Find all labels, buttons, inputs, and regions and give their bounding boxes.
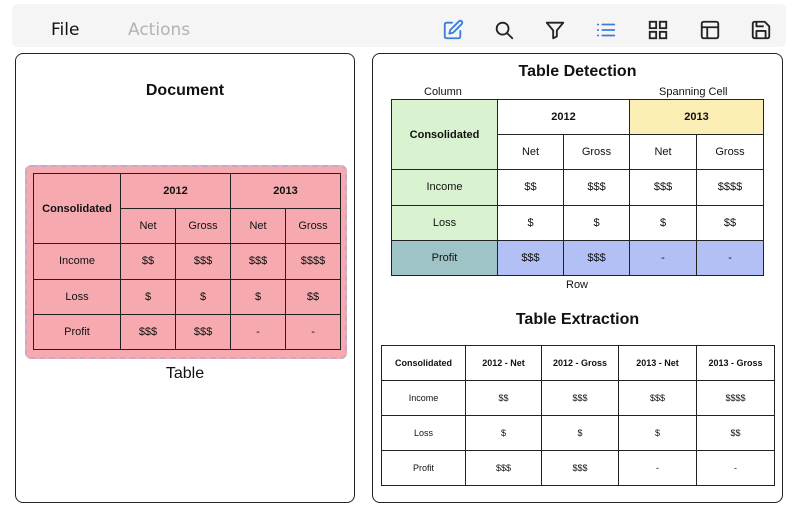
edit-icon[interactable] [442,19,464,41]
extraction-cell: Loss [381,415,466,451]
spanning-cell-label: Spanning Cell [659,86,728,98]
extraction-cell: Profit [381,450,466,486]
detection-panel: Table Detection Column Spanning Cell Con… [372,53,783,503]
document-title: Document [145,82,225,99]
table-highlight[interactable]: Consolidated 2012 2013 Net Gross Net Gro… [25,165,347,359]
row-column-intersection-cell[interactable]: Profit [391,239,498,277]
row-label: Row [566,279,589,291]
row-cell[interactable]: - [696,239,765,277]
extraction-cell: $$$$ [696,380,775,416]
extraction-cell: $ [541,415,619,451]
extraction-header: 2012 - Net [465,345,542,381]
extraction-cell: $$ [696,415,775,451]
extraction-header: Consolidated [381,345,466,381]
document-table: Consolidated 2012 2013 Net Gross Net Gro… [33,172,342,351]
table-cell: $$$ [174,313,232,351]
table-cell: $$ [696,204,765,241]
extraction-cell: - [618,450,697,486]
extraction-header: 2012 - Gross [541,345,619,381]
table-cell: $$ [285,278,342,315]
row-label: Income [33,243,121,280]
document-panel: Document Consolidated 2012 2013 Net Gros… [15,53,355,503]
extraction-cell: $$$ [541,380,619,416]
extraction-title: Table Extraction [515,311,640,328]
list-icon[interactable] [595,19,617,41]
table-cell: $ [562,204,631,241]
row-cell[interactable]: $$$ [562,239,631,277]
table-cell: $$ [497,169,564,206]
row-label: Profit [33,313,121,351]
file-menu[interactable]: File [51,20,80,40]
extraction-cell: Income [381,380,466,416]
subheader-cell: Net [120,208,176,245]
layout-icon[interactable] [699,19,721,41]
row-cell[interactable]: - [629,239,698,277]
row-label: Loss [33,278,121,315]
extraction-cell: $$$ [618,380,697,416]
subheader-cell: Net [629,134,698,171]
table-label: Table [165,365,205,382]
table-cell: $ [120,278,176,315]
table-cell: - [230,313,287,351]
column-cell[interactable]: Income [391,169,498,206]
table-cell: $$ [120,243,176,280]
table-cell: $$$ [230,243,287,280]
toolbar: File Actions [12,4,786,47]
subheader-cell: Net [497,134,564,171]
detection-table: Consolidated 2012 2013 Net Gross Net Gro… [391,98,765,277]
table-cell: $$$ [120,313,176,351]
year-header: 2012 [119,172,232,210]
extraction-cell: $ [465,415,542,451]
filter-icon[interactable] [544,19,566,41]
column-label: Column [424,86,462,98]
table-cell: $$$ [174,243,232,280]
extraction-cell: - [696,450,775,486]
grid-icon[interactable] [647,19,669,41]
subheader-cell: Gross [696,134,765,171]
save-icon[interactable] [750,19,772,41]
extraction-table: Consolidated 2012 - Net 2012 - Gross 201… [381,345,775,486]
detection-title: Table Detection [518,63,637,80]
extraction-cell: $$$ [465,450,542,486]
extraction-cell: $ [618,415,697,451]
year-header: 2012 [496,98,631,136]
table-cell: $$$ [629,169,698,206]
subheader-cell: Gross [562,134,631,171]
row-header-cell: Consolidated [33,172,121,245]
table-cell: $ [497,204,564,241]
table-cell: $ [174,278,232,315]
table-cell: $$$$ [285,243,342,280]
extraction-header: 2013 - Gross [696,345,775,381]
column-cell[interactable]: Consolidated [391,98,498,171]
column-cell[interactable]: Loss [391,204,498,241]
table-cell: $ [629,204,698,241]
row-cell[interactable]: $$$ [497,239,564,277]
subheader-cell: Net [230,208,287,245]
table-cell: $ [230,278,287,315]
search-icon[interactable] [493,19,515,41]
extraction-header: 2013 - Net [618,345,697,381]
year-header: 2013 [230,172,342,210]
table-cell: $$$ [562,169,631,206]
actions-menu[interactable]: Actions [128,20,191,40]
extraction-cell: $$$ [541,450,619,486]
table-cell: - [285,313,342,351]
subheader-cell: Gross [174,208,232,245]
spanning-cell[interactable]: 2013 [629,98,765,136]
extraction-cell: $$ [465,380,542,416]
subheader-cell: Gross [285,208,342,245]
table-cell: $$$$ [696,169,765,206]
